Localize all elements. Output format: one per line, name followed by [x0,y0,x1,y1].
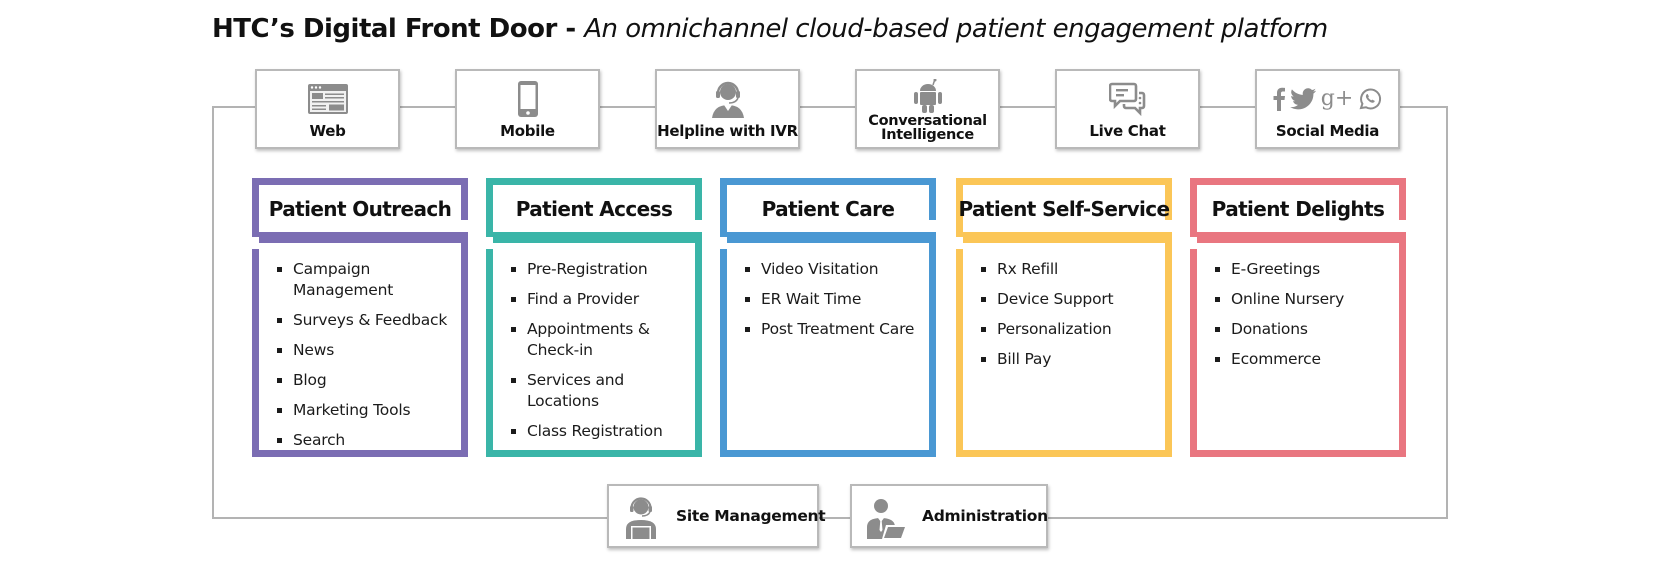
channel-label-line2: Intelligence [881,127,974,143]
category-items: Campaign Management Surveys & Feedback N… [273,259,457,460]
category-items: Rx Refill Device Support Personalization… [977,259,1161,379]
channel-live-chat[interactable]: Live Chat [1055,69,1200,149]
category-body: E-Greetings Online Nursery Donations Eco… [1190,237,1406,457]
category-patient-delights: Patient Delights E-Greetings Online Nurs… [1190,178,1406,457]
channel-helpline[interactable]: Helpline with IVR [655,69,800,149]
list-item[interactable]: News [273,340,457,361]
chat-bubbles-icon [1057,80,1198,118]
category-body: Video Visitation ER Wait Time Post Treat… [720,237,936,457]
category-body: Campaign Management Surveys & Feedback N… [252,237,468,457]
connector-right [1446,106,1448,519]
category-header: Patient Care [720,178,936,238]
site-management-box[interactable]: Site Management [607,484,826,548]
google-plus-icon: g+ [1320,86,1354,111]
businessman-laptop-icon [866,497,907,539]
bottom-box-label: Administration [922,507,1048,525]
connector-bottom [213,517,1447,519]
category-title: Patient Delights [1211,196,1385,221]
list-item[interactable]: Class Registration [507,421,691,442]
category-items: E-Greetings Online Nursery Donations Eco… [1211,259,1395,379]
channel-label: Social Media [1275,122,1380,140]
category-title: Patient Care [761,196,895,221]
channel-label: Web [309,122,346,140]
channel-web[interactable]: Web [255,69,400,149]
list-item[interactable]: Services and Locations [507,370,691,412]
category-header: Patient Self-Service [956,178,1172,238]
category-body: Rx Refill Device Support Personalization… [956,237,1172,457]
category-title: Patient Self-Service [958,196,1171,221]
list-item[interactable]: Bill Pay [977,349,1161,370]
list-item[interactable]: Search [273,430,457,451]
list-item[interactable]: Online Nursery [1211,289,1395,310]
robot-icon [857,77,998,115]
connector-left [212,106,214,519]
whatsapp-icon [1359,88,1382,110]
smartphone-icon [457,80,598,118]
category-header: Patient Access [486,178,702,238]
category-patient-care: Patient Care Video Visitation ER Wait Ti… [720,178,936,457]
list-item[interactable]: Marketing Tools [273,400,457,421]
facebook-icon [1273,87,1285,111]
title-subtitle: An omnichannel cloud-based patient engag… [584,14,1328,44]
category-items: Video Visitation ER Wait Time Post Treat… [741,259,925,349]
category-patient-access: Patient Access Pre-Registration Find a P… [486,178,702,457]
twitter-icon [1289,88,1316,110]
social-media-icons: g+ [1257,80,1398,118]
category-title: Patient Outreach [268,196,452,221]
list-item[interactable]: Find a Provider [507,289,691,310]
list-item[interactable]: Surveys & Feedback [273,310,457,331]
channel-social-media[interactable]: g+ Social Media [1255,69,1400,149]
list-item[interactable]: Pre-Registration [507,259,691,280]
list-item[interactable]: Device Support [977,289,1161,310]
headset-agent-icon [657,80,798,118]
browser-window-icon [257,80,398,118]
channel-label: Mobile [500,122,555,140]
administration-box[interactable]: Administration [850,484,1048,548]
title-main: HTC’s Digital Front Door - [212,14,585,44]
channel-mobile[interactable]: Mobile [455,69,600,149]
list-item[interactable]: Appointments & Check-in [507,319,657,361]
category-title: Patient Access [515,196,673,221]
list-item[interactable]: Ecommerce [1211,349,1395,370]
category-items: Pre-Registration Find a Provider Appoint… [507,259,691,451]
category-body: Pre-Registration Find a Provider Appoint… [486,237,702,457]
page-title: HTC’s Digital Front Door - An omnichanne… [212,14,1328,44]
list-item[interactable]: Campaign Management [273,259,457,301]
bottom-box-label: Site Management [676,507,826,525]
category-patient-outreach: Patient Outreach Campaign Management Sur… [252,178,468,457]
category-header: Patient Delights [1190,178,1406,238]
connector-top [213,106,1447,108]
list-item[interactable]: Rx Refill [977,259,1161,280]
list-item[interactable]: Personalization [977,319,1161,340]
channel-label-line1: Conversational [868,113,987,129]
category-patient-self-service: Patient Self-Service Rx Refill Device Su… [956,178,1172,457]
list-item[interactable]: ER Wait Time [741,289,925,310]
list-item[interactable]: Post Treatment Care [741,319,925,340]
list-item[interactable]: Donations [1211,319,1395,340]
category-header: Patient Outreach [252,178,468,238]
channel-label: Live Chat [1089,122,1166,140]
list-item[interactable]: Blog [273,370,457,391]
list-item[interactable]: E-Greetings [1211,259,1395,280]
list-item[interactable]: Video Visitation [741,259,925,280]
channel-label: Helpline with IVR [657,122,798,140]
headset-laptop-user-icon [623,497,663,539]
